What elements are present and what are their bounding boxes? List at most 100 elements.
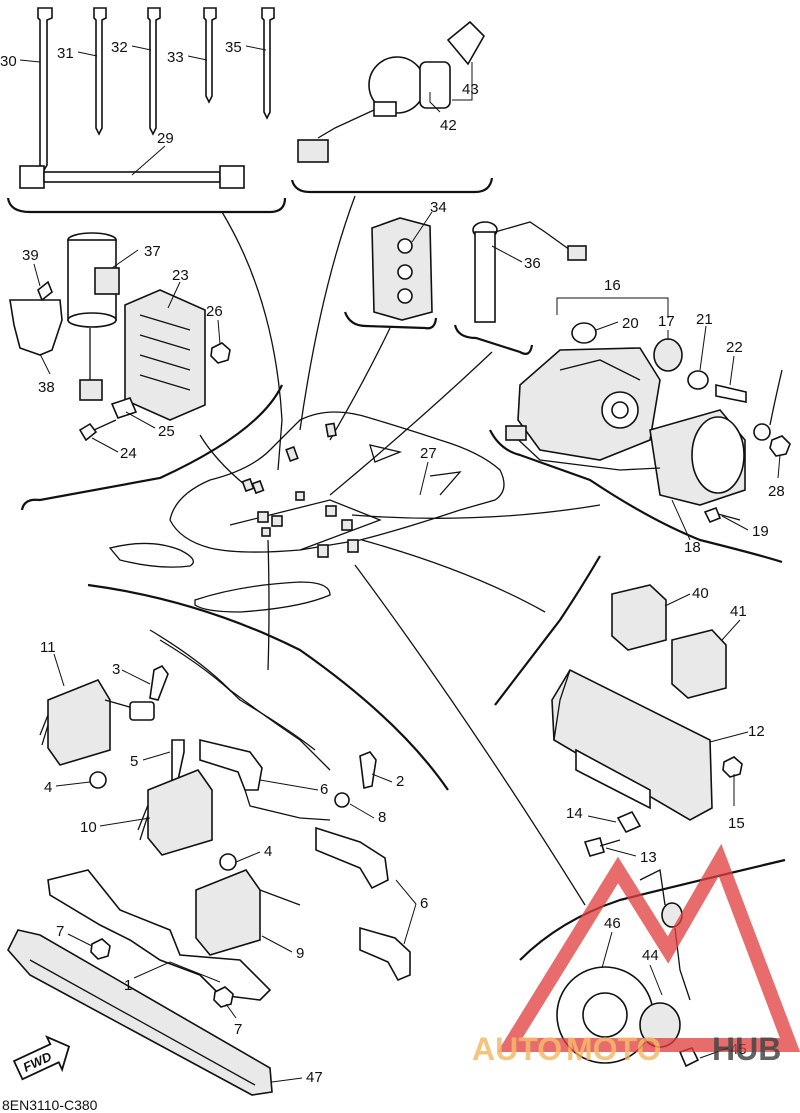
callout-14: 14: [566, 805, 583, 822]
clamp-29: [19, 165, 245, 189]
ignition-coil-10: [137, 769, 213, 856]
bolt-28: [769, 435, 791, 457]
callout-35: 35: [225, 39, 242, 56]
bolt-3: [149, 664, 169, 701]
group-frame-left-panel: [20, 384, 283, 511]
bracket-38: [9, 299, 63, 356]
callout-47: 47: [306, 1069, 323, 1086]
bolt-24: [78, 419, 117, 442]
nut-15: [722, 756, 743, 778]
diagram-code: 8EN3110-C380: [2, 1097, 98, 1113]
watermark-text-mid: MOTO: [566, 1031, 661, 1067]
clamp-8: [334, 792, 350, 808]
fuse-holder-34: [371, 217, 433, 321]
nut-7b: [213, 986, 234, 1008]
callout-6b: 6: [420, 895, 428, 912]
nut-7a: [90, 938, 111, 960]
relay-41: [671, 629, 727, 699]
group-frame-34: [343, 311, 438, 330]
lead-wire-28: [753, 369, 783, 441]
group-frame-36: [453, 324, 534, 355]
rectifier-regulator-37: [67, 232, 120, 401]
cap-20: [571, 322, 597, 344]
group-frame-magneto: [519, 858, 786, 961]
nut-4b: [219, 853, 237, 871]
plug-cap-6b: [315, 826, 411, 982]
leader-curve: [299, 195, 356, 431]
callout-24: 24: [120, 445, 137, 462]
collar-14: [616, 810, 642, 834]
callout-32: 32: [111, 39, 128, 56]
ignition-coil-9: [195, 869, 301, 956]
lead-wire-bundle: [149, 629, 331, 771]
callout-31: 31: [57, 45, 74, 62]
fwd-arrow-icon: FWD: [12, 1035, 71, 1081]
callout-15: 15: [728, 815, 745, 832]
ecu-12: [551, 668, 713, 821]
callout-18: 18: [684, 539, 701, 556]
wire-band-33: [203, 7, 217, 104]
callout-6a: 6: [320, 781, 328, 798]
stator-45: [639, 1002, 700, 1068]
callout-41: 41: [730, 603, 747, 620]
callout-1: 1: [124, 977, 132, 994]
key-43: [446, 20, 485, 66]
leader-curve: [329, 327, 391, 441]
callout-7b: 7: [234, 1021, 242, 1038]
callout-22: 22: [726, 339, 743, 356]
nut-26: [210, 342, 231, 364]
watermark-text-left: AUTO: [472, 1031, 562, 1067]
watermark-triangle-icon: [497, 843, 800, 1052]
bolt-19: [703, 506, 741, 524]
callout-19: 19: [752, 523, 769, 540]
callout-3: 3: [112, 661, 120, 678]
sensor-36: [472, 221, 587, 323]
watermark-logo: AUTO MOTO HUB: [472, 843, 800, 1067]
clamp-5: [171, 739, 185, 781]
callout-39: 39: [22, 247, 39, 264]
callout-43: 43: [462, 81, 479, 98]
washer-21: [687, 370, 709, 390]
callout-23: 23: [172, 267, 189, 284]
callout-4a: 4: [44, 779, 52, 796]
wire-18: [505, 425, 661, 471]
leader-curve: [267, 539, 270, 671]
leader-curve: [361, 539, 546, 613]
callout-36: 36: [524, 255, 541, 272]
relay-40: [611, 584, 667, 651]
cdi-unit-23: [124, 289, 206, 421]
starter-motor: [649, 409, 746, 506]
bracket-1: [47, 869, 272, 1001]
callout-40: 40: [692, 585, 709, 602]
fastener-39: [37, 280, 53, 302]
wire-band-35: [261, 7, 275, 120]
callout-27: 27: [420, 445, 437, 462]
callout-29: 29: [157, 130, 174, 147]
callout-11: 11: [40, 639, 56, 656]
callout-4b: 4: [264, 843, 272, 860]
callout-10: 10: [80, 819, 97, 836]
nut-4a: [89, 771, 107, 789]
group-frame-ignition: [87, 583, 449, 791]
watermark-text-right: HUB: [712, 1031, 781, 1067]
callout-5: 5: [130, 753, 138, 770]
group-frame-top-left: [6, 197, 287, 214]
callout-12: 12: [748, 723, 765, 740]
callout-9: 9: [296, 945, 304, 962]
sled-component-marks: [241, 422, 359, 558]
leader-curve: [329, 351, 493, 496]
callout-28: 28: [768, 483, 785, 500]
callout-leaders: [19, 45, 781, 1083]
boot-17: [653, 338, 683, 372]
skid-plate-47: [7, 929, 273, 1096]
group-frame-ecu: [494, 555, 601, 706]
callout-46: 46: [604, 915, 621, 932]
callout-13: 13: [640, 849, 657, 866]
callout-37: 37: [144, 243, 161, 260]
bracket-line-16: [556, 297, 669, 318]
callout-20: 20: [622, 315, 639, 332]
callout-8: 8: [378, 809, 386, 826]
leader-curve: [351, 504, 601, 519]
group-frame-key-switch: [290, 177, 494, 194]
